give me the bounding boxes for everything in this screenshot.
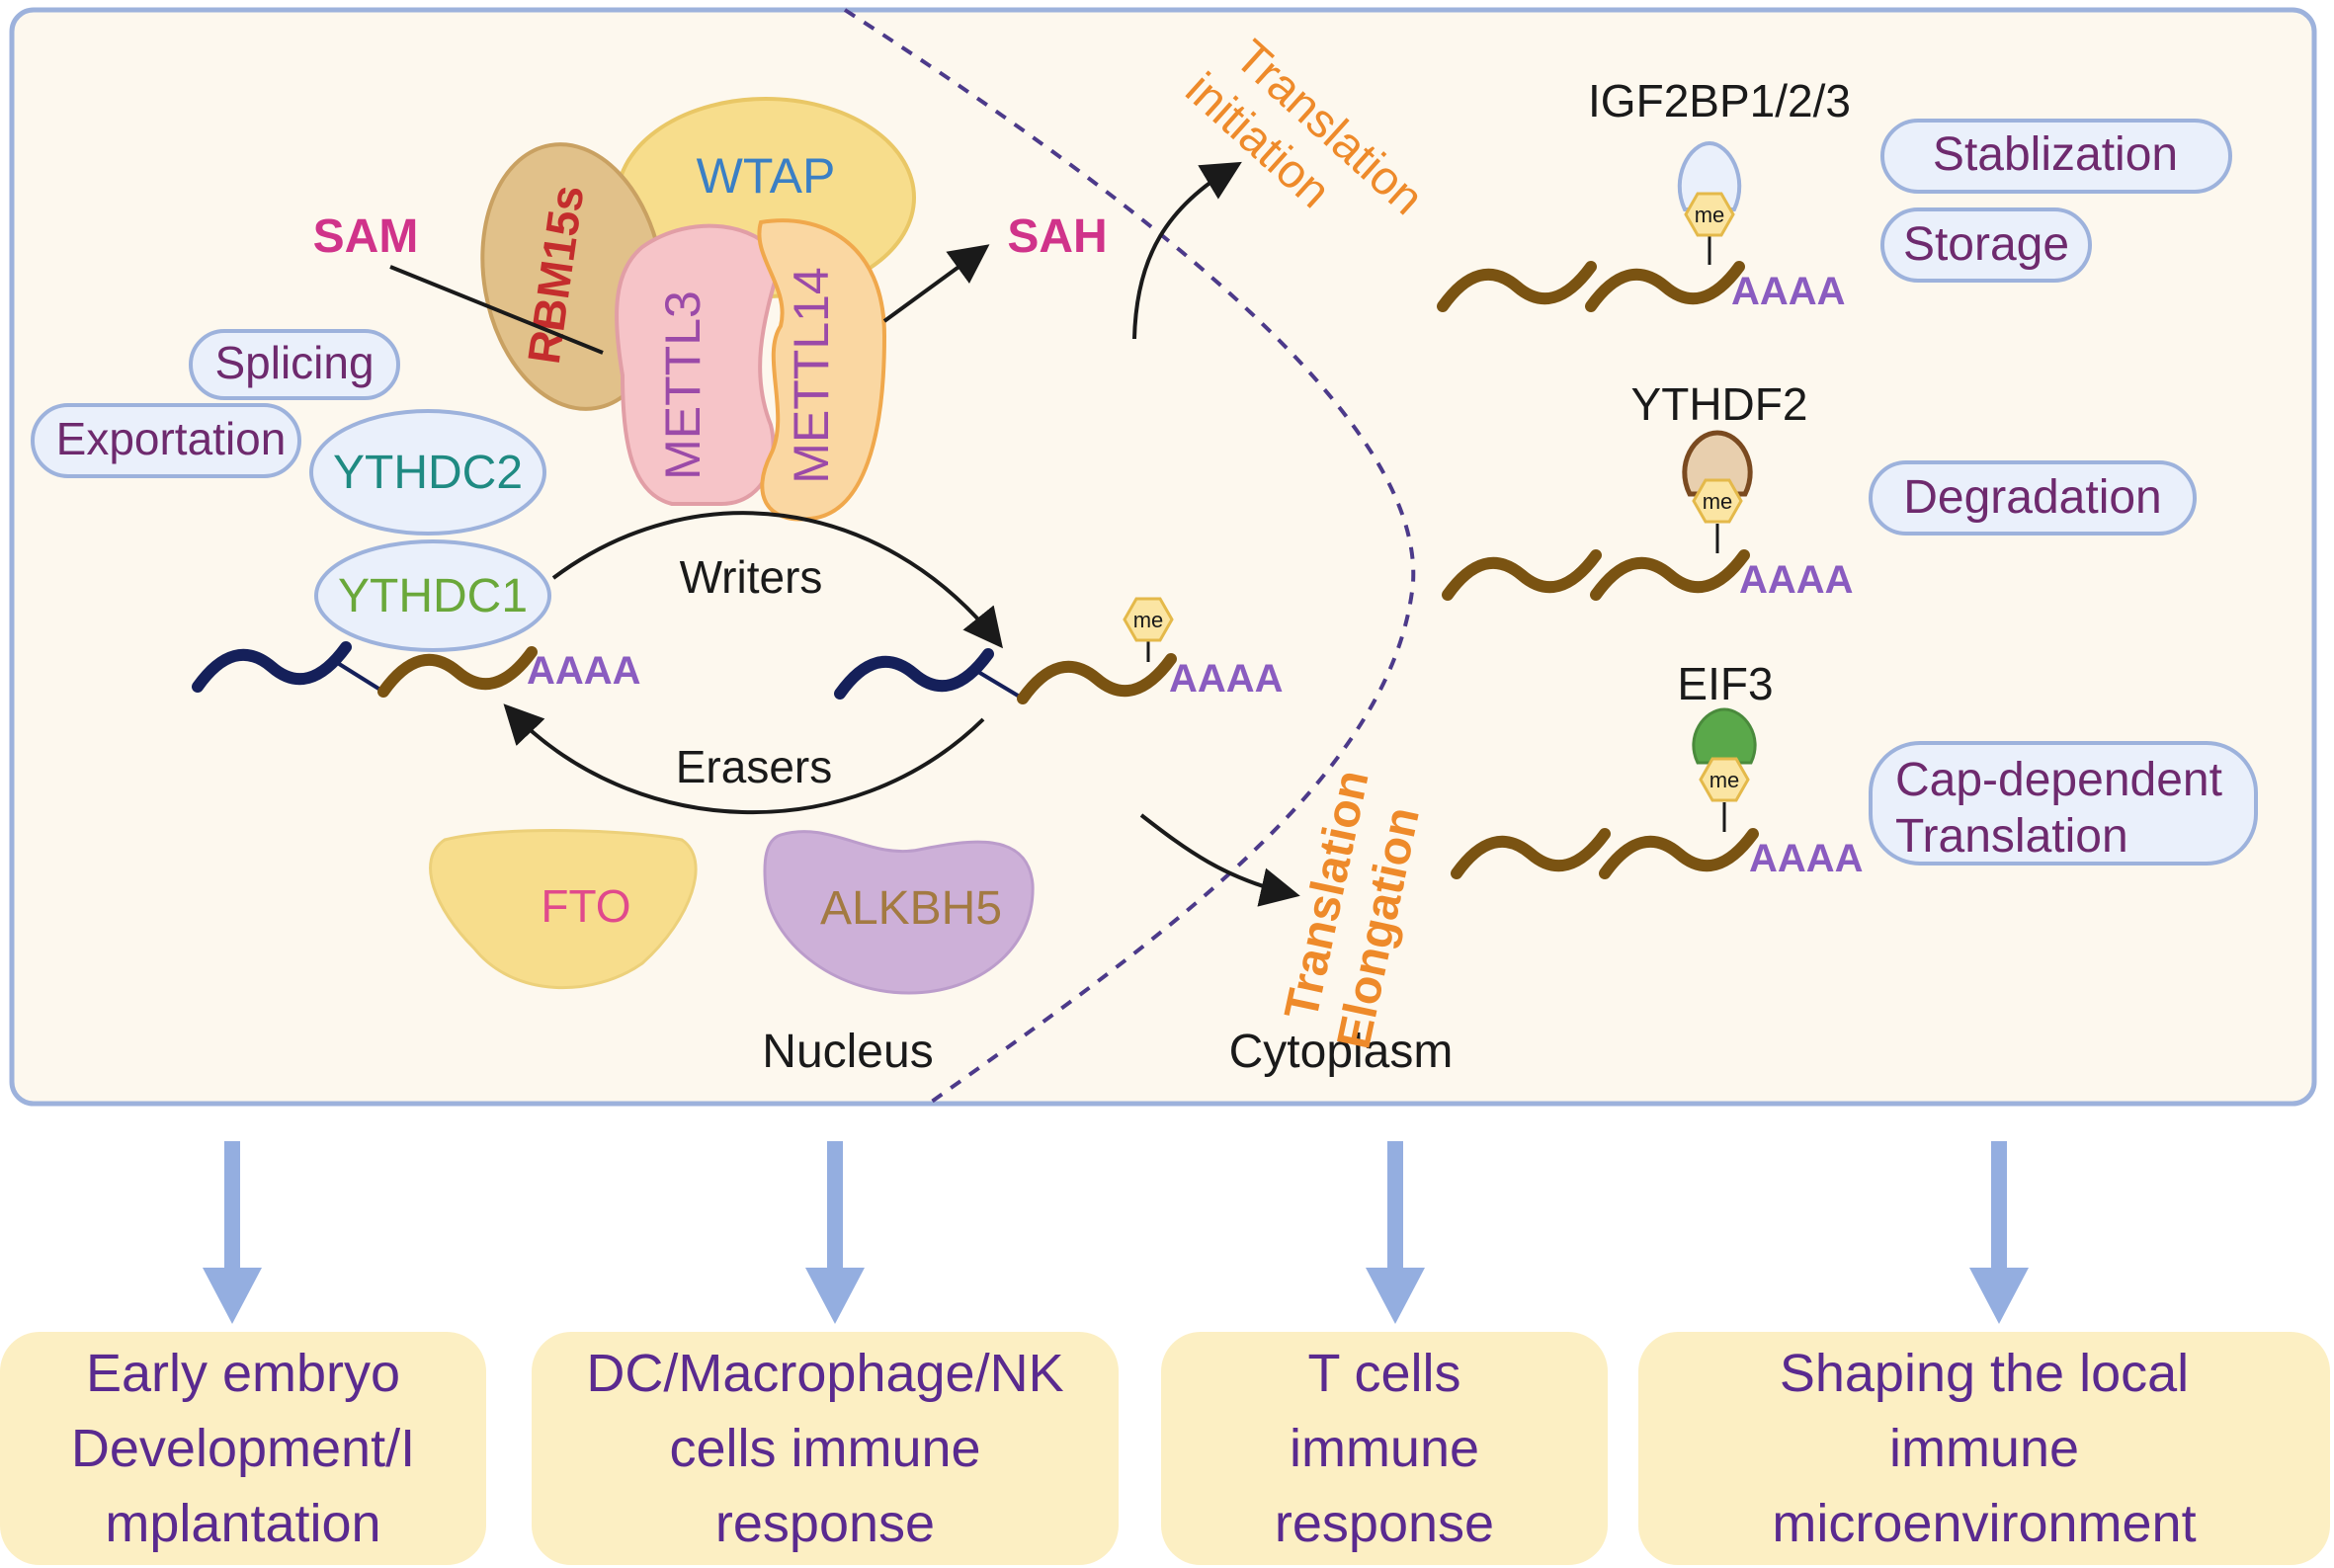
mrna-methylated: me AAAA	[840, 597, 1284, 701]
mettl3-label: METTL3	[655, 290, 710, 480]
splicing-pill	[189, 329, 400, 400]
degradation-pill	[1869, 460, 2197, 536]
me-hexagon	[1684, 192, 1735, 237]
igf2bp-label: IGF2BP1/2/3	[1588, 75, 1851, 126]
me-tag: me	[1709, 768, 1740, 792]
poly-a-label: AAAA	[1169, 657, 1284, 701]
outcome-text: Shaping the local immune microenvironmen…	[1772, 1344, 2197, 1553]
mrna-unmethylated: AAAA	[198, 647, 641, 693]
storage-label: Storage	[1903, 218, 2069, 271]
sah-label: SAH	[1007, 210, 1107, 263]
poly-a-label: AAAA	[1731, 270, 1846, 313]
erasers-arrow	[503, 703, 985, 815]
fto-label: FTO	[541, 880, 630, 932]
eif3-label: EIF3	[1677, 658, 1773, 709]
me-tag: me	[1695, 203, 1725, 227]
me-tag: me	[1703, 489, 1733, 514]
alkbh5-label: ALKBH5	[820, 882, 1002, 935]
exportation-label: Exportation	[56, 413, 287, 464]
poly-a-label: AAAA	[1749, 837, 1864, 880]
me-hexagon	[1123, 597, 1174, 642]
igf2bp-protein	[1677, 140, 1742, 211]
splicing-label: Splicing	[214, 337, 374, 388]
poly-a-label: AAAA	[1739, 558, 1854, 602]
alkbh5-shape	[763, 830, 1035, 995]
me-hexagon	[1699, 757, 1750, 802]
storage-pill	[1880, 207, 2092, 283]
fto-shape	[429, 829, 698, 990]
outcome-box-innate: DC/Macrophage/NK cells immune response	[532, 1332, 1119, 1565]
ythdc2-label: YTHDC2	[333, 447, 523, 499]
sah-arrow	[882, 244, 990, 323]
stabilization-label: Stablization	[1933, 128, 2178, 181]
down-arrow	[805, 1141, 865, 1324]
igf2bp-reader: IGF2BP1/2/3 me AAAA Stablization Storage	[1443, 75, 2232, 313]
sam-line	[389, 265, 604, 355]
poly-a-label: AAAA	[527, 649, 641, 693]
translation-initiation-arrow	[1132, 161, 1242, 340]
writers-arrow	[551, 511, 1004, 649]
nucleus-label: Nucleus	[762, 1026, 933, 1078]
writer-complex: WTAP RBM15s METTL3 METTL14	[480, 97, 916, 522]
eif3-reader: EIF3 me AAAA Cap-dependent Translation	[1457, 658, 2258, 880]
sam-label: SAM	[313, 210, 419, 263]
mettl14-label: METTL14	[784, 267, 839, 484]
ythdc1-shape	[314, 539, 551, 652]
outcome-text: T cells immune response	[1274, 1344, 1495, 1553]
ythdc1-label: YTHDC1	[338, 570, 528, 622]
down-arrow	[1366, 1141, 1425, 1324]
ythdc2-shape	[309, 409, 546, 536]
translation-elongation-arrow	[1139, 813, 1300, 907]
wtap-label: WTAP	[697, 148, 836, 204]
exportation-pill	[31, 403, 301, 478]
outcome-text: DC/Macrophage/NK cells immune response	[586, 1344, 1064, 1553]
ythdf2-label: YTHDF2	[1631, 378, 1808, 430]
ythdf2-reader: YTHDF2 me AAAA Degradation	[1448, 378, 2197, 602]
erasers-label: Erasers	[676, 741, 832, 792]
eif3-protein	[1692, 707, 1757, 765]
ythdf2-protein	[1682, 430, 1753, 497]
me-tag: me	[1133, 608, 1164, 632]
outcome-text: Early embryo Development/I mplantation	[70, 1344, 416, 1553]
down-arrow	[1969, 1141, 2029, 1324]
outcome-box-t-cells: T cells immune response	[1161, 1332, 1608, 1565]
stabilization-pill	[1880, 119, 2232, 194]
degradation-label: Degradation	[1903, 471, 2162, 524]
outcome-box-microenvironment: Shaping the local immune microenvironmen…	[1638, 1332, 2330, 1565]
cap-translation-pill	[1869, 741, 2258, 866]
outcome-box-embryo: Early embryo Development/I mplantation	[0, 1332, 486, 1565]
cap-translation-label: Cap-dependent Translation	[1895, 754, 2235, 863]
me-hexagon	[1692, 478, 1743, 524]
down-arrow	[203, 1141, 262, 1324]
writers-label: Writers	[680, 551, 823, 603]
cytoplasm-label: Cytoplasm	[1229, 1026, 1454, 1078]
down-arrows	[203, 1141, 2029, 1324]
